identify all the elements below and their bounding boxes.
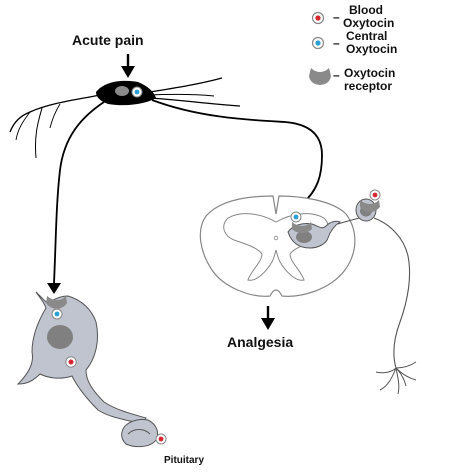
legend-blood-oxytocin-icon [311,11,325,25]
legend-dash: – [333,36,340,50]
magnocellular-nucleus [47,325,73,349]
blood-oxytocin-icon [155,433,167,445]
legend-blood-label-1: Blood [349,3,383,17]
legend-receptor-label-1: Oxytocin [344,66,395,80]
legend-central-label-1: Central [346,29,387,43]
legend-central-oxytocin-icon [311,36,325,50]
blood-oxytocin-icon [65,356,77,368]
legend: – Blood Oxytocin – Central Oxytocin – Ox… [309,3,397,93]
legend-central-label-2: Oxytocin [346,42,397,56]
pituitary [121,419,167,448]
legend-dash: – [333,68,340,82]
hypothalamic-neuron [9,77,323,294]
magnocellular-neuron [16,291,147,445]
acute-pain-label: Acute pain [72,32,144,48]
spinal-cord [199,195,356,297]
hypothalamic-nucleus [115,86,129,96]
spinal-neuron [287,211,341,249]
acute-pain-arrow-icon [121,54,135,78]
blood-oxytocin-icon [369,189,381,201]
legend-dash: – [333,10,340,24]
analgesia-arrow-icon [261,306,275,330]
central-oxytocin-icon [290,211,302,223]
central-oxytocin-icon [51,308,63,320]
legend-blood-label-2: Oxytocin [343,16,394,30]
drg-neuron [337,189,417,395]
legend-receptor-icon [309,68,331,85]
analgesia-label: Analgesia [227,334,293,350]
oxytocin-receptor-icon [46,296,67,309]
central-oxytocin-icon [131,86,143,98]
oxytocin-receptor-icon [292,222,312,233]
axon-terminal [47,283,61,294]
oxytocin-receptor-icon [360,200,380,212]
pituitary-label: Pituitary [164,455,204,466]
legend-receptor-label-2: receptor [344,79,392,93]
